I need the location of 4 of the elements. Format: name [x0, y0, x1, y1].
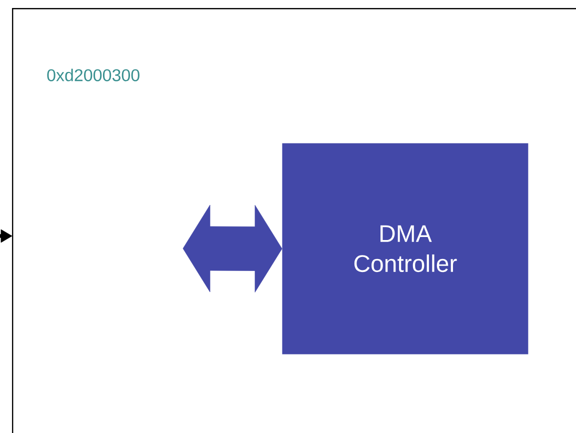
frame-heading: 0xd2000300 [47, 68, 140, 82]
controller-box: DMA Controller [282, 143, 528, 354]
double-arrow [182, 204, 282, 292]
arrow [0, 229, 12, 243]
